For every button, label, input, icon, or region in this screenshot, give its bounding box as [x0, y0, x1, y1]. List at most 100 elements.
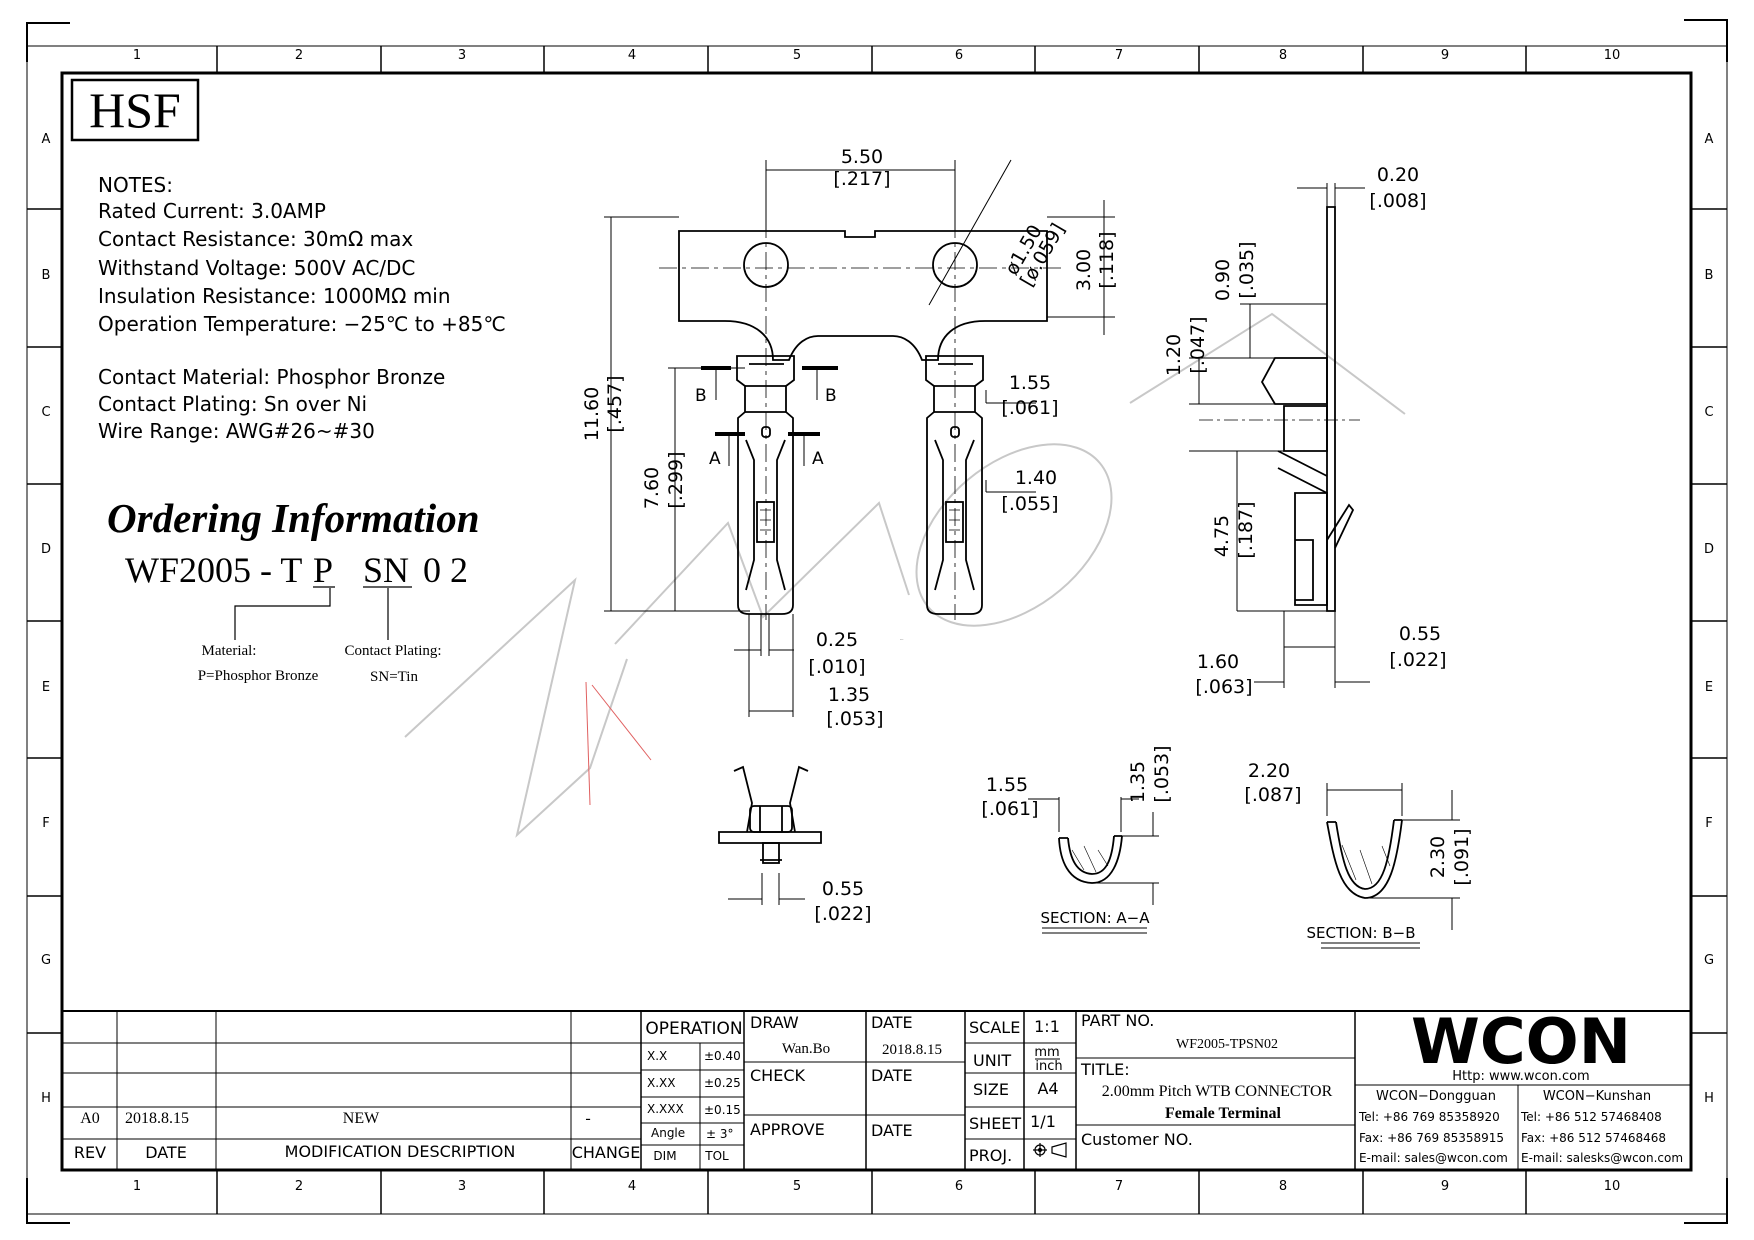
revision-headers: REV DATE MODIFICATION DESCRIPTION CHANGE — [74, 1142, 640, 1162]
rev-value: A0 — [80, 1110, 100, 1127]
tol-val-3: ±0.15 — [704, 1103, 741, 1117]
material-label: Material: — [202, 643, 257, 659]
ordering-code: WF2005 - T P SN 0 2 — [125, 550, 468, 590]
row-label: A — [1705, 132, 1714, 147]
company-block: WCON Http: www.wcon.com WCON−Dongguan Te… — [1358, 1005, 1683, 1165]
dongguan-name: WCON−Dongguan — [1376, 1089, 1496, 1104]
col-label: 9 — [1441, 1179, 1449, 1194]
front-view — [659, 220, 1065, 620]
note-line: Rated Current: 3.0AMP — [98, 199, 326, 223]
col-label: 5 — [793, 48, 801, 63]
ordering-legend: Material: P=Phosphor Bronze Contact Plat… — [198, 643, 442, 685]
note-line: Contact Material: Phosphor Bronze — [98, 365, 445, 389]
col-label: 7 — [1115, 1179, 1123, 1194]
note-line: Wire Range: AWG#26~#30 — [98, 419, 375, 443]
col-label: 4 — [628, 48, 636, 63]
ordering-leaders — [234, 586, 412, 640]
kunshan-email: E-mail: salesks@wcon.com — [1521, 1151, 1683, 1165]
dim-090: 0.90 — [1212, 259, 1234, 301]
title-line-2: Female Terminal — [1165, 1105, 1282, 1122]
row-label: D — [1704, 542, 1714, 557]
section-bb-label: SECTION: B−B — [1306, 924, 1415, 942]
dim-020: 0.20 — [1377, 164, 1419, 186]
plating-label: Contact Plating: — [344, 643, 441, 659]
draw-date-label: DATE — [871, 1013, 913, 1032]
size-value: A4 — [1037, 1079, 1058, 1098]
col-label: 4 — [628, 1179, 636, 1194]
unit-inch: inch — [1035, 1059, 1062, 1074]
dim-sa-h-in: [.053] — [1151, 745, 1173, 802]
note-line: Contact Plating: Sn over Ni — [98, 392, 367, 416]
hdr-dim: DIM — [653, 1149, 676, 1163]
scale-value: 1:1 — [1034, 1017, 1060, 1036]
tol-dim-3: X.XXX — [647, 1102, 684, 1116]
dim-155-in: [.061] — [1001, 397, 1058, 419]
col-label: 6 — [955, 48, 963, 63]
section-aa — [1058, 835, 1123, 884]
section-mark-b-left: B — [695, 386, 707, 406]
row-labels-left: A B C D E F G H — [41, 132, 51, 1106]
dim-sb-h-in: [.091] — [1451, 828, 1473, 885]
title-line-1: 2.00mm Pitch WTB CONNECTOR — [1102, 1083, 1333, 1100]
hsf-box — [70, 78, 200, 142]
ordering-material-code: P — [313, 550, 333, 590]
dim-055: 0.55 — [1399, 623, 1441, 645]
dim-135: 1.35 — [828, 684, 870, 706]
col-label: 1 — [133, 1179, 141, 1194]
row-label: F — [42, 816, 49, 831]
rev-date: 2018.8.15 — [125, 1110, 189, 1127]
draw-label: DRAW — [750, 1013, 799, 1032]
row-label: B — [1705, 268, 1714, 283]
note-line: Contact Resistance: 30mΩ max — [98, 227, 413, 251]
section-mark-a-right: A — [812, 449, 824, 469]
front-dimension-text: 5.50 [.217] ø1.50 [ø.059] 3.00 [.118] 11… — [581, 146, 1118, 730]
tol-val-4: ± 3° — [706, 1127, 734, 1141]
col-label: 3 — [458, 1179, 466, 1194]
section-bb-text: 2.20 [.087] 2.30 [.091] SECTION: B−B — [1244, 760, 1473, 942]
dim-sb-h: 2.30 — [1427, 836, 1449, 878]
side-dimension-lines — [1189, 183, 1370, 688]
dim-160-in: [.063] — [1195, 676, 1252, 698]
col-label: 7 — [1115, 48, 1123, 63]
hdr-tol: TOL — [704, 1149, 729, 1163]
proj-label: PROJ. — [969, 1146, 1012, 1165]
approve-date-label: DATE — [871, 1121, 913, 1140]
row-label: C — [41, 405, 50, 420]
check-date-label: DATE — [871, 1066, 913, 1085]
dim-025: 0.25 — [816, 629, 858, 651]
front-dimension-lines — [604, 159, 1115, 717]
tol-dim-2: X.XX — [647, 1076, 675, 1090]
approvals: DRAW Wan.Bo DATE 2018.8.15 CHECK DATE AP… — [750, 1013, 942, 1140]
notes-block: NOTES: Rated Current: 3.0AMP Contact Res… — [98, 173, 506, 443]
col-label: 9 — [1441, 48, 1449, 63]
rev-description: NEW — [343, 1110, 380, 1127]
dim-120: 1.20 — [1163, 334, 1185, 376]
row-label: G — [1704, 953, 1714, 968]
dim-155: 1.55 — [1009, 372, 1051, 394]
col-label: 3 — [458, 48, 466, 63]
dim-1160: 11.60 — [581, 387, 603, 441]
row-label: B — [42, 268, 51, 283]
col-label: 1 — [133, 48, 141, 63]
sheet-label: SHEET — [969, 1114, 1021, 1133]
title-label: TITLE: — [1080, 1060, 1130, 1079]
check-label: CHECK — [750, 1066, 805, 1085]
ordering-suffix: 0 2 — [423, 550, 468, 590]
dim-055b: 0.55 — [822, 878, 864, 900]
row-label: G — [41, 953, 51, 968]
section-bb — [1326, 819, 1403, 899]
dim-550: 5.50 — [841, 146, 883, 168]
dim-135-in: [.053] — [826, 708, 883, 730]
ordering-plating-code: SN — [363, 550, 409, 590]
dim-sa-w: 1.55 — [986, 774, 1028, 796]
draw-name: Wan.Bo — [782, 1041, 830, 1057]
col-label: 5 — [793, 1179, 801, 1194]
operation-title: OPERATION — [645, 1019, 742, 1039]
col-label: 8 — [1279, 1179, 1287, 1194]
col-label: 2 — [295, 48, 303, 63]
company-url: Http: www.wcon.com — [1452, 1069, 1589, 1084]
col-label: 6 — [955, 1179, 963, 1194]
projection-symbol-icon — [1033, 1142, 1067, 1158]
dim-sb-w-in: [.087] — [1244, 784, 1301, 806]
